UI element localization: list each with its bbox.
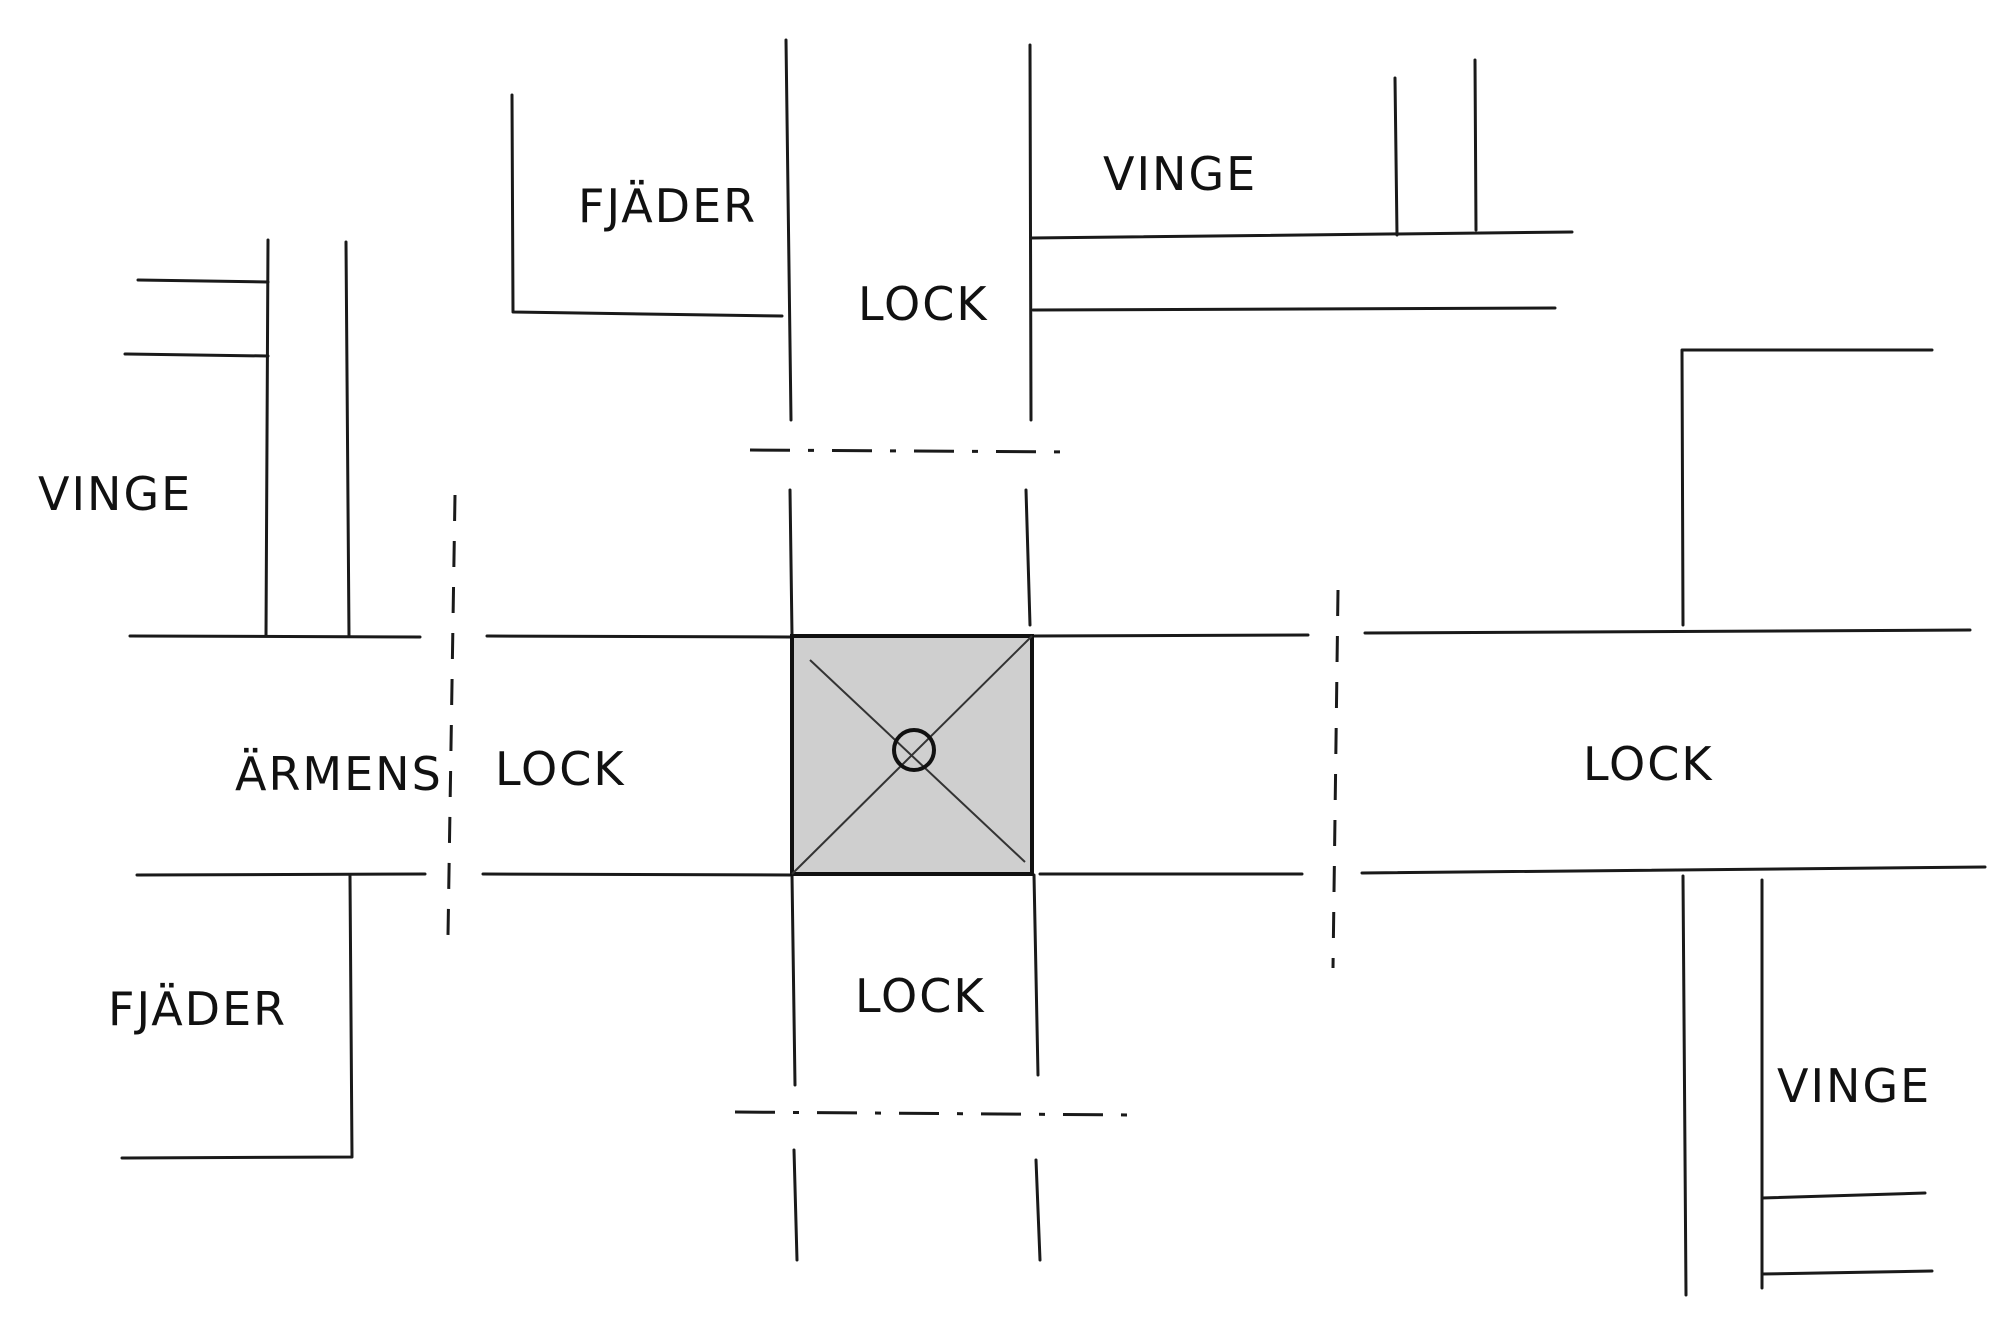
- label-fjader-top: FJÄDER: [578, 179, 757, 233]
- label-lock-top: LOCK: [858, 277, 988, 331]
- label-lock-right: LOCK: [1583, 737, 1713, 791]
- flap-bottom-right-tab-a: [1760, 1191, 1927, 1200]
- label-vinge-left: VINGE: [38, 467, 192, 521]
- vertical-strip-right-edge-tail: [1034, 1158, 1042, 1262]
- flap-bottom-right: [1681, 874, 1934, 1297]
- horizontal-strip-bottom-edge-far: [1360, 865, 1987, 875]
- flap-bottom-left: [120, 874, 354, 1160]
- vertical-strip-left-edge-top: [784, 38, 793, 422]
- flap-top-right-tab-a: [1393, 76, 1399, 237]
- center-circle: [892, 728, 936, 772]
- horizontal-strip-top-edge-far: [1363, 628, 1972, 635]
- cut-line-right: [1331, 589, 1340, 969]
- vertical-strip-left-edge-tail: [792, 1148, 799, 1262]
- flap-left-edge-inner: [344, 240, 351, 638]
- label-armens: ÄRMENS: [235, 747, 443, 801]
- flap-bottom-right-edge-outer: [1681, 874, 1688, 1297]
- center-diagonal-b: [809, 659, 1026, 863]
- horizontal-strip-top-edge-left: [128, 634, 422, 639]
- vertical-strip-right-edge-top: [1028, 43, 1033, 422]
- label-vinge-bottom: VINGE: [1777, 1059, 1931, 1113]
- horizontal-strip-bottom-edge-mid: [481, 872, 794, 877]
- center-square: [790, 634, 1034, 876]
- label-lock-bottom: LOCK: [855, 969, 985, 1023]
- flap-left-edge-outer: [264, 238, 270, 638]
- flap-top-right-tab-b: [1473, 58, 1478, 232]
- fold-line-top: [749, 448, 1076, 454]
- flap-bottom-right-tab-b: [1760, 1269, 1934, 1276]
- fold-line-bottom: [734, 1110, 1133, 1117]
- flap-left-tab-b: [123, 352, 270, 358]
- flap-left-tab-a: [136, 278, 270, 284]
- cut-line-left: [446, 494, 457, 936]
- vertical-strip: [734, 38, 1133, 1262]
- vertical-strip-right-edge-mid: [1024, 488, 1032, 627]
- vertical-strip-right-edge-bottom: [1032, 873, 1040, 1077]
- flap-top-right-edge-upper: [1029, 230, 1574, 240]
- flap-top-right-edge-lower: [1031, 306, 1557, 312]
- horizontal-strip-top-edge-mid: [485, 634, 792, 639]
- flap-right-upper: [1680, 348, 1934, 627]
- vertical-strip-left-edge-mid: [788, 488, 794, 637]
- flap-left: [123, 238, 351, 638]
- vertical-strip-left-edge-bottom: [790, 873, 797, 1087]
- horizontal-strip: [128, 494, 1987, 969]
- flap-top-right: [1029, 58, 1574, 312]
- horizontal-strip-bottom-edge-left: [135, 872, 427, 877]
- label-lock-left: LOCK: [495, 742, 625, 796]
- horizontal-strip-top-edge-right: [1029, 633, 1310, 638]
- label-fjader-bottom: FJÄDER: [108, 982, 287, 1036]
- label-vinge-top: VINGE: [1103, 147, 1257, 201]
- flap-top-left: [510, 93, 784, 318]
